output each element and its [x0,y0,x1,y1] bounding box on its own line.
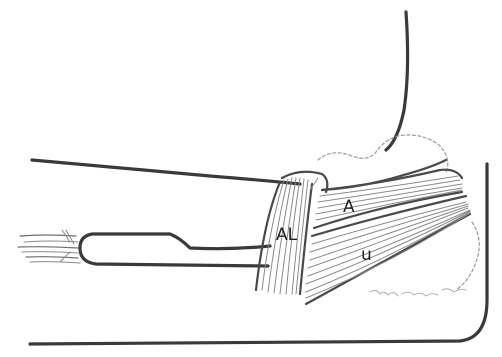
label-u: u [361,245,372,265]
label-a: A [343,197,355,217]
frayed-distal-end [18,230,80,263]
label-al: AL [276,225,298,245]
forearm-upper-outline [32,160,300,184]
faint-scribble [370,289,466,296]
capsule-outline-right [456,222,479,290]
ligament-u-fan [306,196,470,304]
humerus-outline [386,12,408,150]
radius-shaft [80,234,270,266]
